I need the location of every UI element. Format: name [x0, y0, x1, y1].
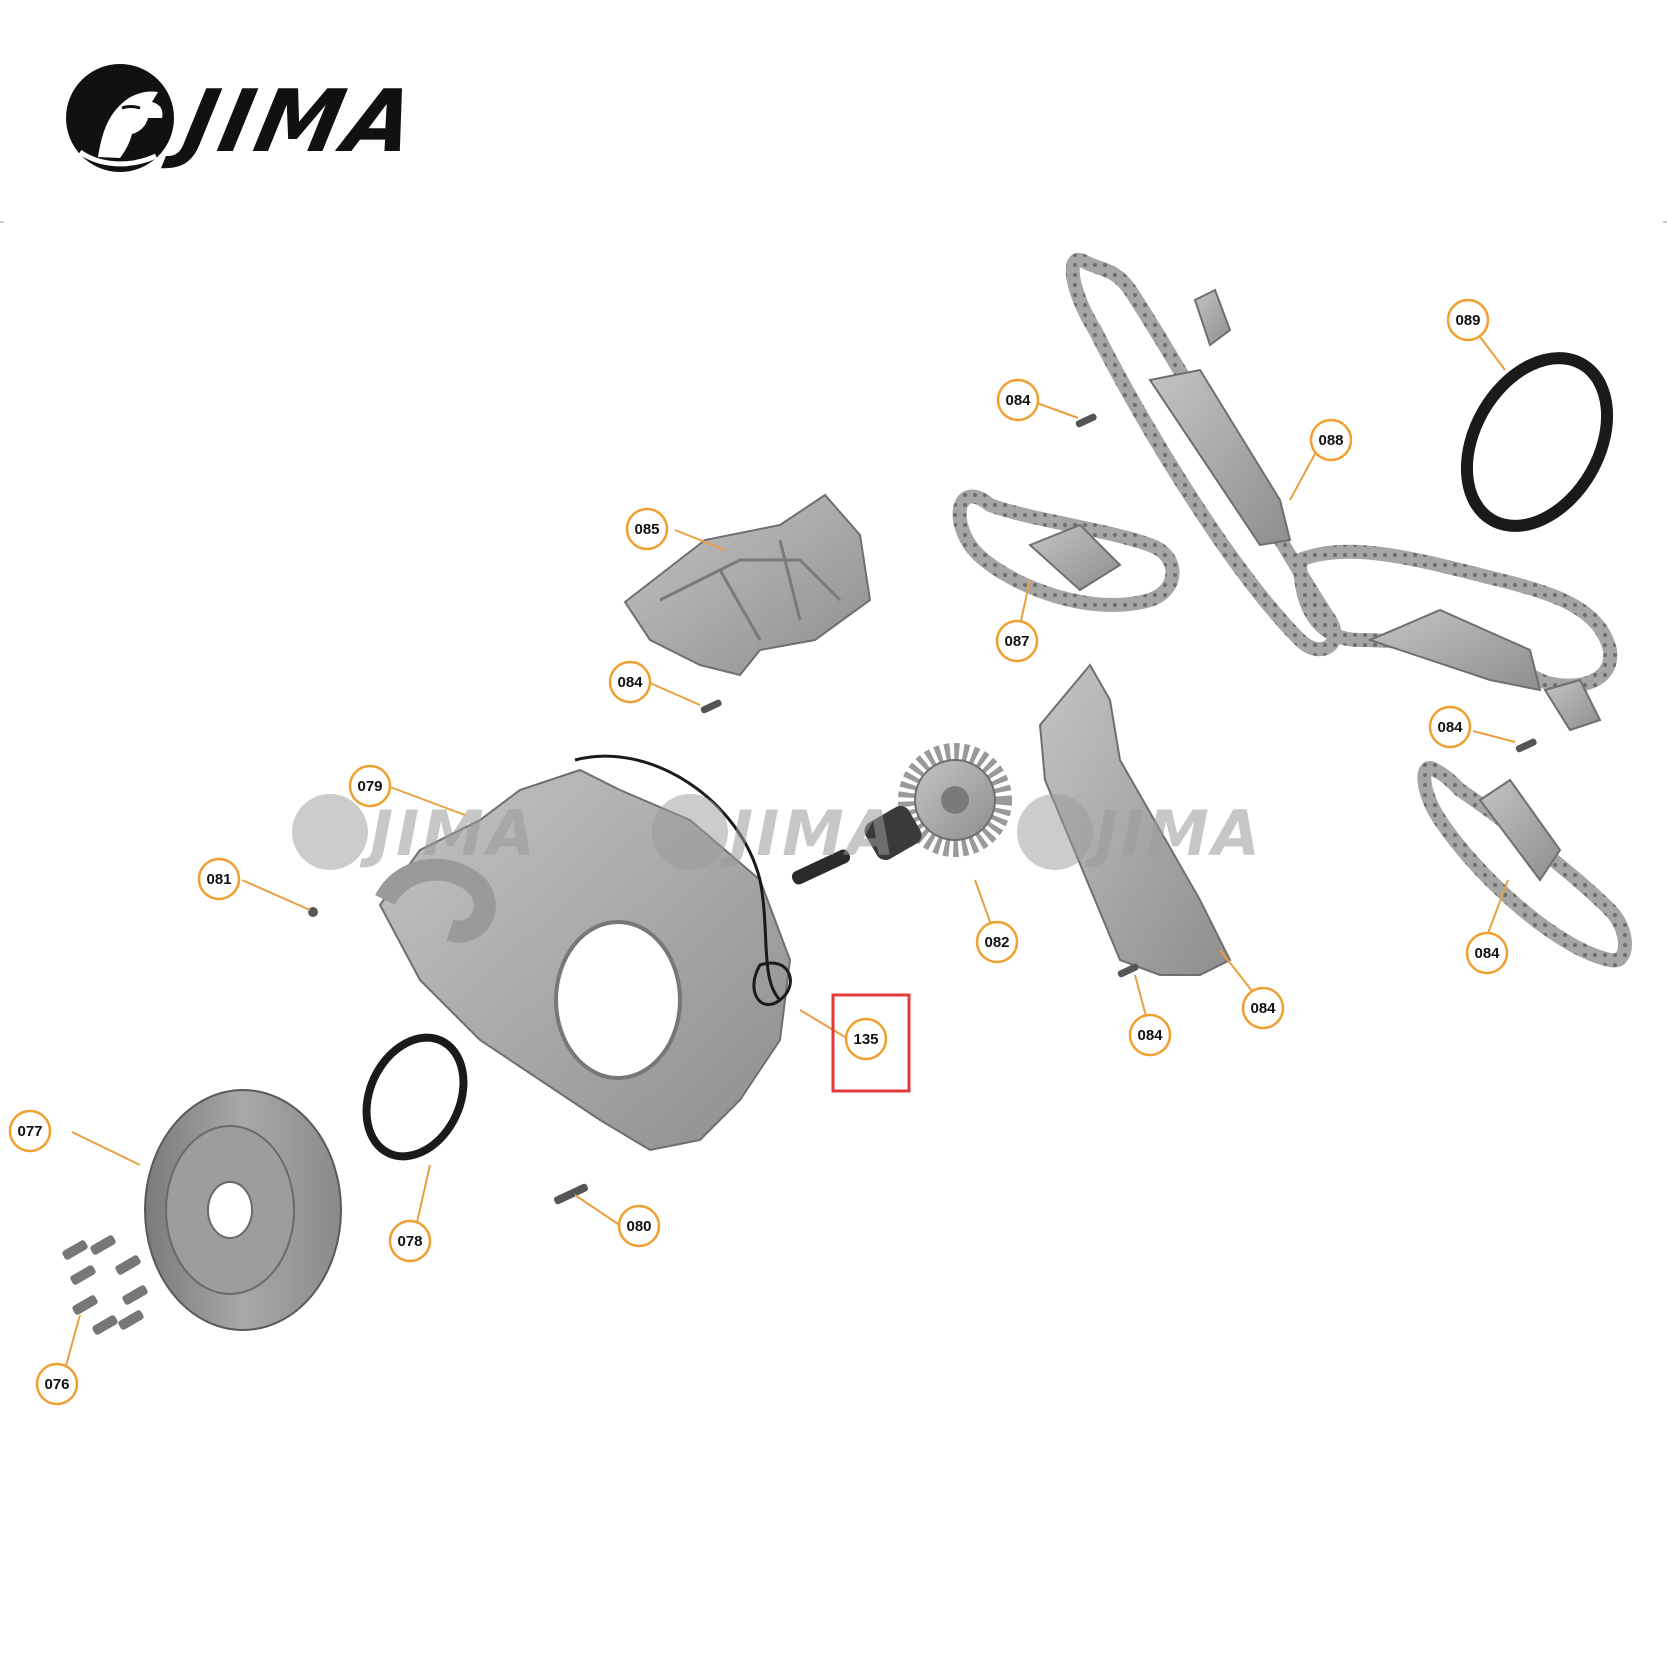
horse-head-logo-icon — [66, 64, 174, 172]
callout-084: 084 — [1428, 705, 1472, 749]
callout-089: 089 — [1446, 298, 1490, 342]
callout-079: 079 — [348, 764, 392, 808]
callout-076: 076 — [35, 1362, 79, 1406]
svg-text:084: 084 — [617, 674, 643, 691]
svg-text:087: 087 — [1004, 633, 1029, 650]
svg-text:081: 081 — [206, 871, 231, 888]
callout-077: 077 — [8, 1109, 52, 1153]
svg-text:077: 077 — [17, 1123, 42, 1140]
highlight-box — [831, 993, 911, 1093]
callout-135: 135 — [844, 1017, 888, 1061]
part-085-cover — [623, 493, 872, 677]
brand-logo: JIMA — [60, 62, 480, 182]
watermark-text: JIMA — [719, 797, 898, 870]
callout-082: 082 — [975, 920, 1019, 964]
part-084-bolt — [1117, 963, 1139, 978]
callout-084: 084 — [996, 378, 1040, 422]
watermark-text: JIMA — [1084, 797, 1263, 870]
part-078-seal — [362, 1033, 468, 1161]
horse-head-logo-icon — [652, 794, 728, 870]
callout-081: 081 — [197, 857, 241, 901]
callout-084: 084 — [608, 660, 652, 704]
svg-text:088: 088 — [1318, 432, 1343, 449]
part-084-bolt — [700, 699, 722, 714]
leader-lines — [61, 320, 1516, 1381]
part-084-bolt — [1075, 413, 1097, 428]
callout-084: 084 — [1241, 986, 1285, 1030]
svg-text:076: 076 — [44, 1376, 69, 1393]
svg-text:135: 135 — [853, 1031, 878, 1048]
horse-head-logo-icon — [1017, 794, 1093, 870]
callout-085: 085 — [625, 507, 669, 551]
svg-text:084: 084 — [1474, 945, 1500, 962]
part-076-bolts — [62, 1235, 148, 1335]
part-080-bolt — [553, 1183, 589, 1205]
svg-text:089: 089 — [1455, 312, 1480, 329]
svg-text:082: 082 — [984, 934, 1009, 951]
svg-text:084: 084 — [1137, 1027, 1163, 1044]
part-081-plug — [308, 907, 318, 917]
part-084-chain-lower — [1417, 761, 1632, 968]
part-077-pulley — [144, 1089, 342, 1331]
svg-text:078: 078 — [397, 1233, 422, 1250]
horse-head-logo-icon — [292, 794, 368, 870]
part-087-chain — [952, 489, 1180, 612]
callout-088: 088 — [1309, 418, 1353, 462]
svg-text:085: 085 — [634, 521, 659, 538]
callout-084: 084 — [1465, 931, 1509, 975]
part-088-chain — [1065, 253, 1618, 732]
callout-078: 078 — [388, 1219, 432, 1263]
callout-087: 087 — [995, 619, 1039, 663]
svg-text:080: 080 — [626, 1218, 651, 1235]
svg-text:084: 084 — [1437, 719, 1463, 736]
svg-text:084: 084 — [1005, 392, 1031, 409]
part-082-sprocket — [791, 743, 1012, 885]
part-089-seal — [1460, 352, 1614, 532]
callout-084: 084 — [1128, 1013, 1172, 1057]
watermark: JIMA JIMA JIMA — [292, 794, 1263, 870]
part-084-bolt — [1515, 738, 1537, 753]
callout-080: 080 — [617, 1204, 661, 1248]
svg-text:079: 079 — [357, 778, 382, 795]
svg-text:084: 084 — [1250, 1000, 1276, 1017]
callouts: 085 084 084 087 088 089 084 084 084 084 … — [8, 298, 1509, 1406]
